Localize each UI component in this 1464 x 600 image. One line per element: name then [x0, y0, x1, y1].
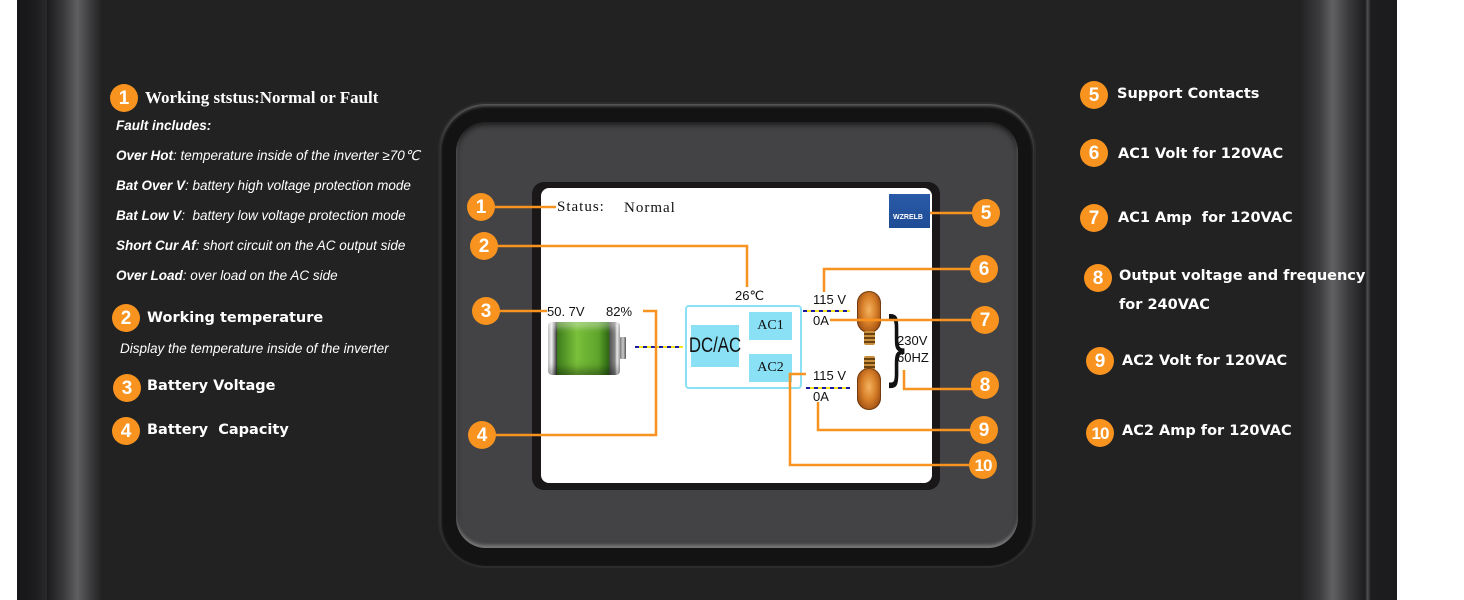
battery-terminal-icon — [620, 337, 626, 359]
fault-includes-label: Fault includes: — [116, 118, 212, 133]
fault-item: Over Hot: temperature inside of the inve… — [116, 148, 420, 164]
ac2-volt-title: AC2 Volt for 120VAC — [1122, 353, 1288, 369]
panel-edge-right-outer — [1365, 0, 1397, 600]
callout-badge-6: 6 — [1080, 139, 1108, 167]
logo-text: WZRELB — [893, 214, 923, 221]
working-status-title: Working ststus:Normal or Fault — [145, 88, 379, 107]
battery-link-line — [635, 346, 683, 348]
ac1-link-line — [803, 310, 850, 312]
screen-callout-6: 6 — [970, 255, 998, 283]
lcd-ac1-amp: 0A — [813, 313, 829, 328]
lcd-battery-voltage: 50. 7V — [547, 304, 585, 319]
fault-desc: : over load on the AC side — [182, 268, 338, 283]
ac1-bulb-base — [864, 331, 875, 345]
fault-term: Bat Low V — [116, 208, 182, 223]
lcd-ac2-volt: 115 V — [813, 368, 847, 383]
callout-badge-10: 10 — [1086, 419, 1114, 447]
support-contacts-title: Support Contacts — [1117, 86, 1260, 102]
battery-icon — [548, 322, 620, 375]
output-voltage-title-line2: for 240VAC — [1119, 297, 1210, 313]
ac1-label: AC1 — [749, 312, 792, 340]
lcd-status-label: Status: — [557, 199, 605, 215]
lcd-output-voltage: 230V — [897, 333, 928, 348]
callout-badge-9: 9 — [1086, 347, 1114, 375]
panel-edge-left-highlight — [47, 0, 102, 600]
fault-item: Over Load: over load on the AC side — [116, 268, 338, 283]
callout-badge-1: 1 — [110, 84, 138, 112]
screen-callout-3: 3 — [472, 297, 500, 325]
screen-callout-5: 5 — [972, 199, 1000, 227]
lcd-status-value: Normal — [624, 200, 676, 216]
fault-desc: : short circuit on the AC output side — [195, 238, 406, 253]
screen-callout-9: 9 — [970, 416, 998, 444]
panel-edge-left-outer — [17, 0, 47, 600]
ac2-bulb-base — [864, 356, 875, 370]
fault-item: Bat Over V: battery high voltage protect… — [116, 178, 411, 193]
screen-callout-7: 7 — [971, 306, 999, 334]
callout-badge-7: 7 — [1080, 204, 1108, 232]
ac2-label: AC2 — [749, 354, 792, 382]
ac1-light-bulb-icon — [857, 291, 881, 333]
screen-callout-10: 10 — [969, 451, 997, 479]
battery-capacity-title: Battery Capacity — [147, 422, 289, 438]
fault-desc: : temperature inside of the inverter ≥70… — [173, 148, 420, 163]
output-brace: } — [884, 301, 910, 394]
company-logo — [889, 194, 930, 228]
fault-desc: : battery high voltage protection mode — [185, 178, 411, 193]
working-temperature-desc: Display the temperature inside of the in… — [120, 341, 389, 356]
callout-badge-2: 2 — [112, 304, 140, 332]
lcd-battery-capacity: 82% — [606, 304, 633, 319]
lcd-temperature: 26℃ — [735, 288, 765, 303]
ac1-volt-title: AC1 Volt for 120VAC — [1118, 146, 1284, 162]
fault-term: Short Cur Af — [116, 238, 196, 253]
fault-term: Over Hot — [116, 148, 174, 163]
fault-item: Bat Low V: battery low voltage protectio… — [116, 208, 406, 223]
ac2-light-bulb-icon — [857, 368, 881, 410]
lcd-ac1-volt: 115 V — [813, 292, 847, 307]
screen-callout-2: 2 — [470, 232, 498, 260]
callout-badge-8: 8 — [1084, 264, 1112, 292]
callout-badge-3: 3 — [113, 374, 141, 402]
callout-badge-4: 4 — [112, 417, 140, 445]
fault-item: Short Cur Af: short circuit on the AC ou… — [116, 238, 405, 253]
panel-edge-right-highlight — [1300, 0, 1365, 600]
callout-badge-5: 5 — [1080, 81, 1108, 109]
battery-voltage-title: Battery Voltage — [147, 378, 276, 394]
screen-callout-8: 8 — [971, 371, 999, 399]
fault-term: Over Load — [116, 268, 183, 283]
lcd-ac2-amp: 0A — [813, 389, 829, 404]
fault-term: Bat Over V — [116, 178, 186, 193]
ac2-amp-title: AC2 Amp for 120VAC — [1122, 423, 1292, 439]
screen-callout-1: 1 — [467, 193, 495, 221]
fault-desc: : battery low voltage protection mode — [181, 208, 406, 223]
screen-callout-4: 4 — [468, 421, 496, 449]
ac1-amp-title: AC1 Amp for 120VAC — [1118, 210, 1293, 226]
output-voltage-title: Output voltage and frequency — [1119, 268, 1366, 284]
dcac-label: DC/AC — [689, 325, 741, 367]
lcd-output-frequency: 60HZ — [897, 350, 929, 365]
working-temperature-title: Working temperature — [147, 310, 324, 326]
